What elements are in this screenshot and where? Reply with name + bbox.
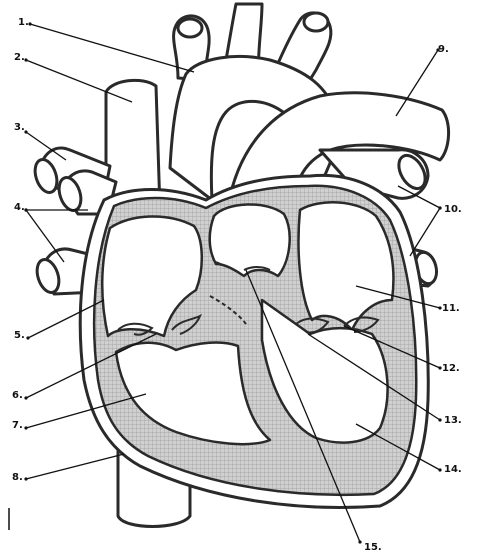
left-atrium	[297, 201, 395, 332]
pulmonary-valve	[243, 266, 271, 271]
leader-15	[245, 269, 361, 543]
label-7: 7.	[12, 420, 23, 431]
leader-12-dot	[438, 366, 442, 370]
leader-3-dot	[24, 130, 28, 134]
number-labels: 1. 2. 3. 4. 5. 6. 7. 8. 9. 10. 11. 12. 1…	[12, 17, 462, 553]
label-2: 2.	[14, 52, 25, 63]
leader-13	[307, 333, 441, 421]
aortic-valve	[215, 261, 239, 273]
tricuspid-valve-left	[117, 322, 154, 336]
leader-lines	[24, 22, 442, 544]
leader-4b	[25, 209, 65, 263]
label-6: 6.	[12, 390, 23, 401]
leader-11-dot	[438, 306, 442, 310]
mitral-valve-left	[295, 317, 330, 334]
leader-6-dot	[24, 396, 28, 400]
mitral-valve-right	[343, 316, 380, 333]
upper-septum-chamber	[208, 203, 291, 278]
label-1: 1.	[18, 17, 29, 28]
leader-7	[25, 393, 147, 429]
leader-14-dot	[438, 468, 442, 472]
leader-9	[395, 49, 439, 117]
right-ventricle	[114, 341, 272, 446]
heart	[78, 173, 430, 509]
leader-1	[29, 23, 195, 73]
leader-9-dot	[436, 48, 440, 52]
label-11: 11.	[442, 303, 460, 314]
leader-13-dot	[438, 418, 442, 422]
leader-2-dot	[24, 58, 28, 62]
leader-14	[355, 423, 441, 471]
leader-6	[25, 333, 157, 399]
label-10: 10.	[444, 204, 462, 215]
label-3: 3.	[14, 122, 25, 133]
label-14: 14.	[444, 464, 462, 475]
leader-3	[25, 131, 67, 161]
right-atrium	[100, 215, 204, 338]
leader-10b-dot	[438, 206, 442, 210]
septum-dashed-line	[209, 295, 247, 325]
leader-12	[343, 325, 441, 369]
leader-10a	[397, 185, 441, 209]
label-13: 13.	[444, 415, 462, 426]
label-12: 12.	[442, 363, 460, 374]
label-9: 9.	[438, 44, 449, 55]
leader-4b-dot	[24, 208, 28, 212]
label-15: 15.	[364, 542, 382, 553]
leader-5-dot	[26, 336, 30, 340]
leader-8	[25, 453, 125, 480]
left-ventricle	[260, 298, 389, 444]
leader-1-dot	[28, 22, 32, 26]
tricuspid-valve-right	[171, 313, 202, 335]
leader-11	[355, 285, 441, 309]
label-5: 5.	[14, 330, 25, 341]
leader-15-dot	[358, 540, 362, 544]
leader-10b	[409, 207, 441, 257]
leader-8-dot	[24, 477, 28, 481]
label-4: 4.	[14, 202, 25, 213]
leader-2	[25, 59, 133, 103]
label-8: 8.	[12, 472, 23, 483]
leader-7-dot	[24, 426, 28, 430]
leader-5	[27, 299, 105, 339]
